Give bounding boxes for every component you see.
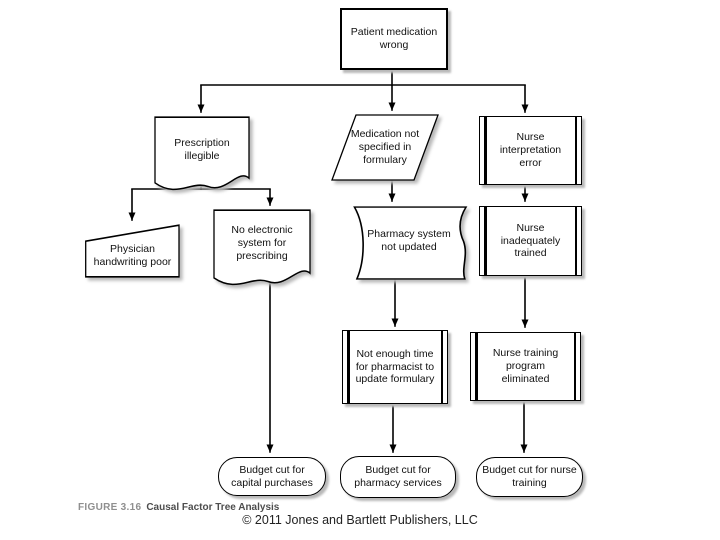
node-label: Nurse inadequately trained (500, 221, 561, 260)
side-bar-left (347, 331, 350, 403)
node-label: Prescription illegible (174, 136, 230, 162)
curved-panel-shape (353, 206, 468, 280)
side-bar-right (573, 333, 576, 400)
node-nurse-interpretation-error: Nurse interpretation error (479, 116, 582, 185)
figure-number: FIGURE 3.16 (78, 502, 142, 513)
node-budget-cut-nurse: Budget cut for nurse training (476, 457, 583, 497)
parallelogram-shape (331, 114, 439, 181)
node-label: Patient medication wrong (350, 26, 438, 51)
node-pharmacy-system-not-updated: Pharmacy system not updated (347, 206, 471, 280)
node-label: Budget cut for pharmacy services (354, 464, 442, 489)
node-label: Pharmacy system not updated (367, 227, 451, 253)
node-nurse-training-eliminated: Nurse training program eliminated (470, 332, 581, 401)
node-label: Budget cut for nurse training (482, 464, 577, 489)
node-budget-cut-pharmacy: Budget cut for pharmacy services (340, 456, 456, 498)
node-nurse-inadequately-trained: Nurse inadequately trained (479, 206, 582, 276)
node-prescription-illegible: Prescription illegible (154, 116, 250, 196)
node-label: Not enough time for pharmacist to update… (355, 347, 435, 386)
side-bar-right (574, 117, 577, 184)
figure-title: Causal Factor Tree Analysis (146, 502, 280, 513)
node-label: No electronic system for prescribing (231, 224, 293, 262)
side-bar-right (440, 331, 443, 403)
side-bar-right (574, 207, 577, 275)
slanted-card-shape (85, 224, 180, 278)
side-bar-left (484, 117, 487, 184)
node-label: Medication not specified in formulary (350, 128, 420, 166)
node-physician-handwriting-poor: Physician handwriting poor (85, 224, 180, 278)
side-bar-left (475, 333, 478, 400)
node-not-enough-time: Not enough time for pharmacist to update… (342, 330, 448, 404)
figure-caption: FIGURE 3.16 Causal Factor Tree Analysis (78, 502, 279, 513)
node-label: Nurse interpretation error (499, 131, 562, 169)
document-shape (154, 116, 250, 191)
node-label: Budget cut for capital purchases (231, 463, 313, 489)
side-bar-left (484, 207, 487, 275)
copyright-line: © 2011 Jones and Bartlett Publishers, LL… (242, 513, 478, 527)
node-label: Physician handwriting poor (93, 243, 172, 268)
node-medication-not-specified: Medication not specified in formulary (331, 114, 439, 181)
node-label: Nurse training program eliminated (492, 347, 559, 385)
node-no-electronic-system: No electronic system for prescribing (213, 209, 311, 291)
document-shape (213, 209, 311, 286)
node-budget-cut-capital: Budget cut for capital purchases (218, 457, 326, 496)
node-patient-medication-wrong: Patient medication wrong (340, 8, 448, 70)
